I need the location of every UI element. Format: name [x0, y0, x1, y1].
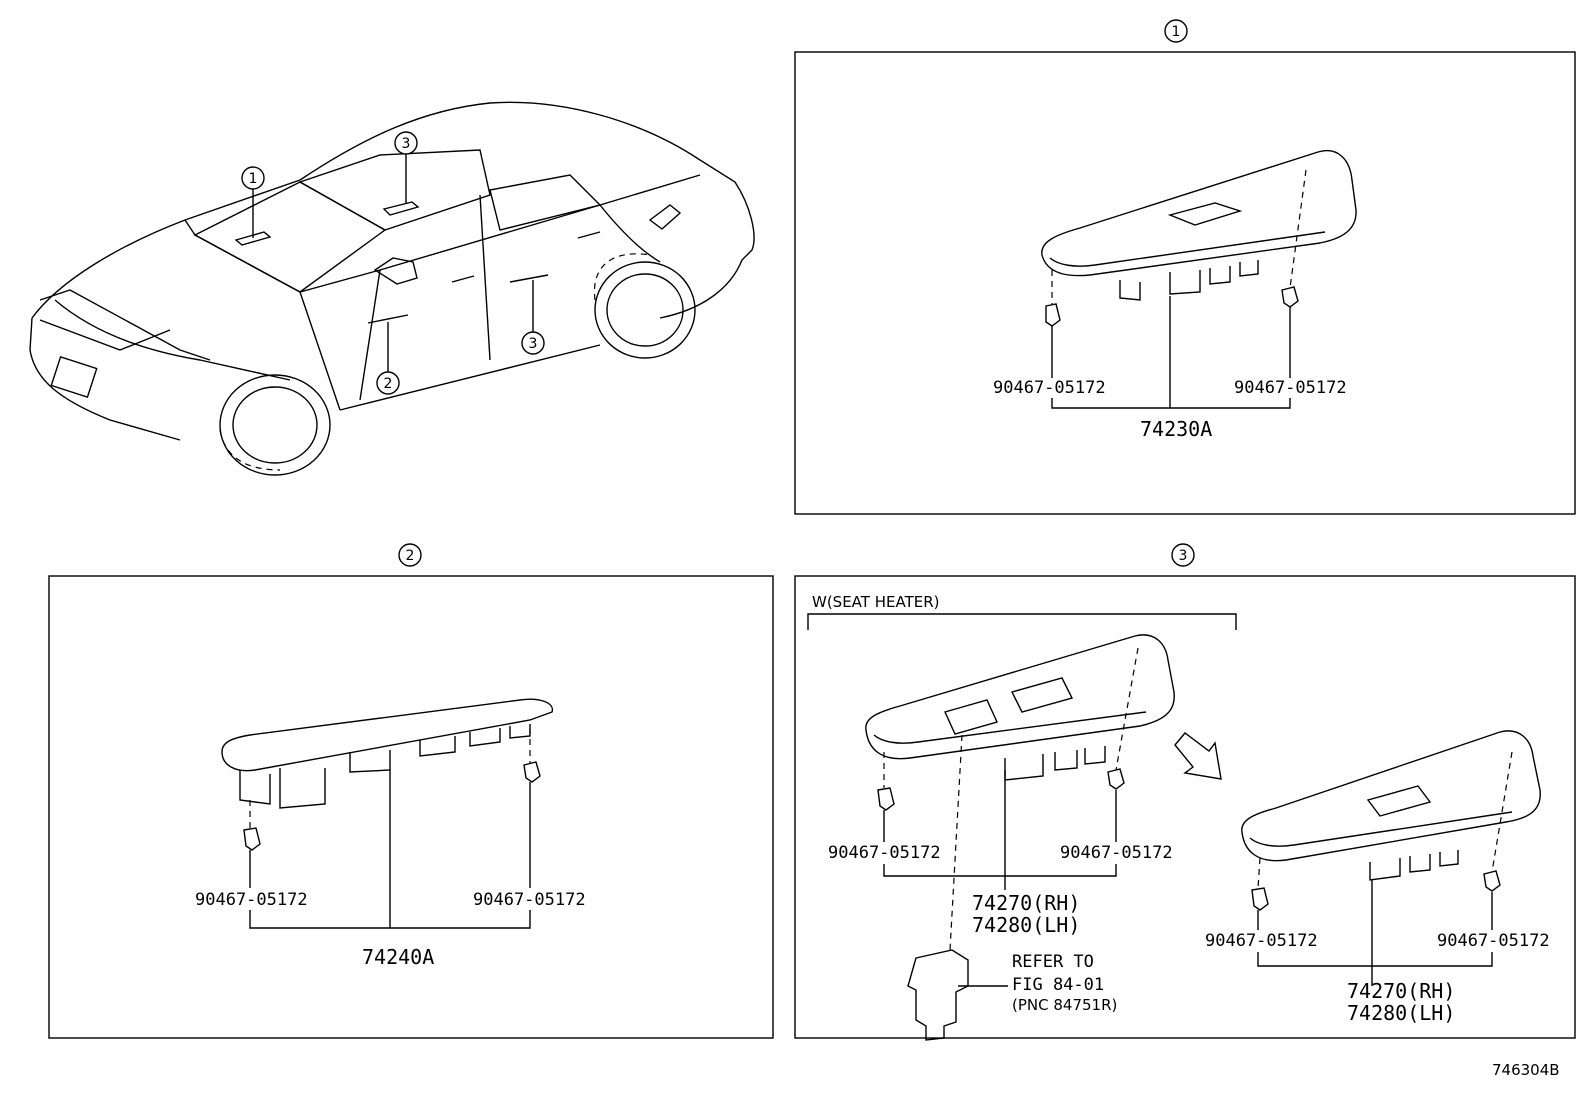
- car-callout-1-circle: [241, 166, 265, 190]
- car-callout-2: 2: [384, 376, 393, 392]
- panel-2-marker: 2: [406, 548, 415, 564]
- figure-id: 746304B: [1492, 1061, 1560, 1079]
- car-callout-3a-circle: [394, 131, 418, 155]
- panel-3-refer-line3: (PNC 84751R): [1012, 996, 1117, 1014]
- panel-2-frame: [48, 575, 774, 1039]
- panel-1: 1 90467-05172 90467-05172 74230A: [794, 19, 1576, 515]
- panel-3-right-clip-right-label: 90467-05172: [1437, 931, 1550, 951]
- panel-1-marker-circle: [1164, 19, 1188, 43]
- car-callout-2-circle: [376, 371, 400, 395]
- panel-3-left-clip-right-label: 90467-05172: [1060, 843, 1173, 863]
- panel-3-bracket-label: W(SEAT HEATER): [812, 593, 939, 611]
- panel-3-refer-line1: REFER TO: [1012, 952, 1094, 972]
- panel-3-right-assembly-lh: 74280(LH): [1347, 1001, 1455, 1025]
- panel-1-clip-left-shape: [1045, 303, 1061, 327]
- panel-1-frame: [794, 51, 1576, 515]
- panel-2-assembly-label: 74240A: [362, 945, 434, 969]
- car-callout-3b-circle: [521, 331, 545, 355]
- panel-3: 3 W(SEAT HEATER) 90467-05172 90467-05172…: [794, 543, 1576, 1041]
- panel-2-clip-left-shape: [243, 827, 261, 851]
- panel-1-clip-left-label: 90467-05172: [993, 378, 1106, 398]
- change-arrow: [1174, 732, 1222, 780]
- panel-3-right-clip-right-shape: [1483, 870, 1501, 892]
- panel-2-clip-right-shape: [523, 761, 541, 783]
- panel-1-clip-right-shape: [1281, 286, 1299, 308]
- panel-3-marker: 3: [1179, 548, 1188, 564]
- car-callout-1: 1: [249, 171, 258, 187]
- panel-3-left-assembly-rh: 74270(RH): [972, 891, 1080, 915]
- panel-2-clip-left-label: 90467-05172: [195, 890, 308, 910]
- car-illustration: 1 3 2 3: [29, 101, 755, 476]
- panel-1-assembly-label: 74230A: [1140, 417, 1212, 441]
- seat-heater-switch-shape: [907, 949, 969, 1041]
- panel-2-clip-right-label: 90467-05172: [473, 890, 586, 910]
- panel-3-left-clip-left-label: 90467-05172: [828, 843, 941, 863]
- panel-3-left-clip-right-shape: [1107, 768, 1125, 790]
- panel-3-marker-circle: [1171, 543, 1195, 567]
- panel-3-refer-line2: FIG 84-01: [1012, 975, 1104, 995]
- panel-1-clip-right-label: 90467-05172: [1234, 378, 1347, 398]
- car-callout-3b: 3: [529, 336, 538, 352]
- panel-3-right-clip-left-label: 90467-05172: [1205, 931, 1318, 951]
- panel-1-marker: 1: [1172, 24, 1181, 40]
- panel-3-right-clip-left-shape: [1251, 887, 1269, 911]
- car-callout-3a: 3: [402, 136, 411, 152]
- panel-2: 2 90467-05172 90467-05172 74240A: [48, 543, 774, 1039]
- panel-3-frame: [794, 575, 1576, 1039]
- panel-2-marker-circle: [398, 543, 422, 567]
- panel-3-right-assembly-rh: 74270(RH): [1347, 979, 1455, 1003]
- panel-3-left-assembly-lh: 74280(LH): [972, 913, 1080, 937]
- panel-3-left-clip-left-shape: [877, 787, 895, 811]
